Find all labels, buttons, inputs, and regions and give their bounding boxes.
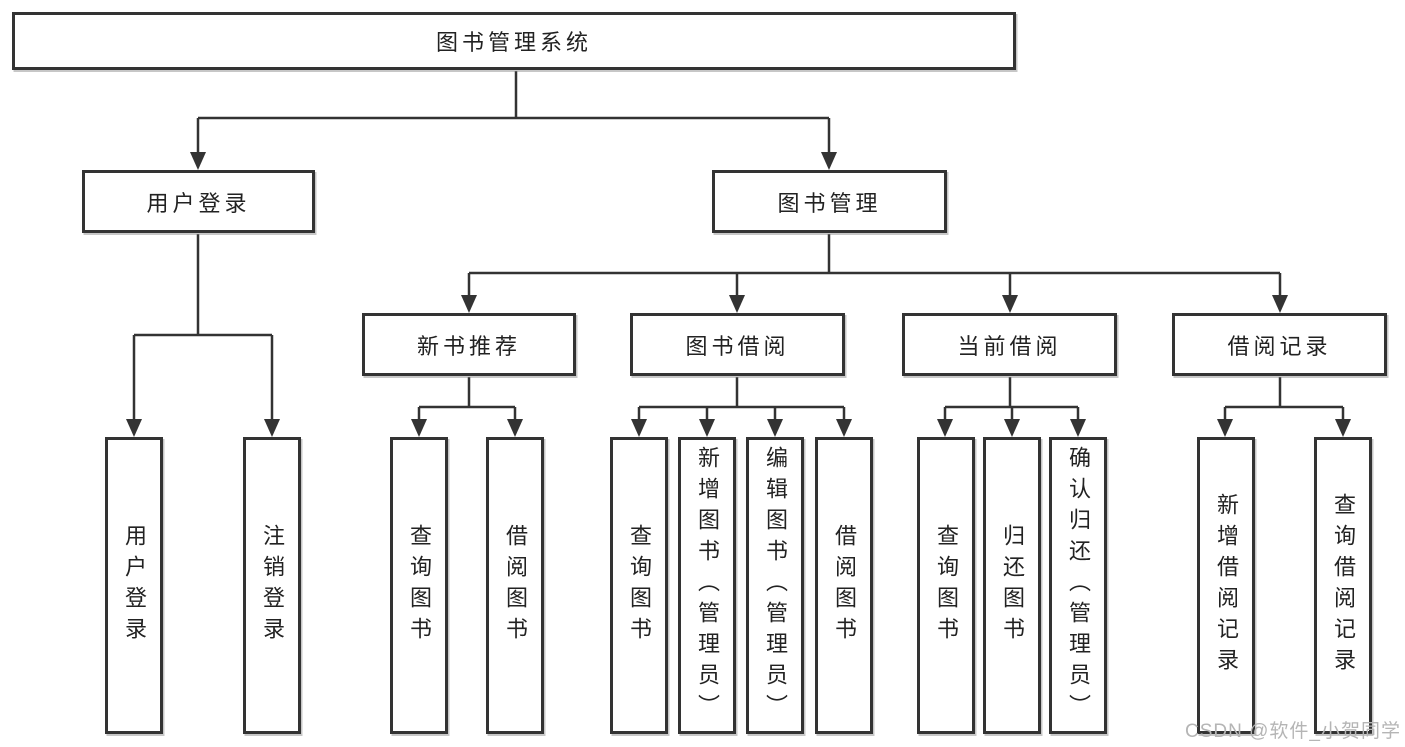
leaf-logout: 注销登录 [243,437,301,734]
node-borrow-records-label: 借阅记录 [1227,333,1332,359]
leaf-current-return-label: 归还图书 [1000,523,1025,648]
leaf-records-query-label: 查询借阅记录 [1331,492,1356,679]
node-current-borrow: 当前借阅 [902,313,1117,376]
arrowhead [937,419,953,437]
node-root: 图书管理系统 [12,12,1016,70]
arrowhead [1002,295,1018,313]
connector-current-to-leaves [943,377,1080,421]
node-borrowing: 图书借阅 [630,313,845,376]
arrowhead [1217,419,1233,437]
leaf-newbooks-query-label: 查询图书 [407,523,432,648]
arrowhead [767,419,783,437]
leaf-current-query: 查询图书 [917,437,975,734]
connector-paths [132,71,1345,421]
arrowhead [461,295,477,313]
leaf-borrowing-query: 查询图书 [610,437,668,734]
arrowhead [507,419,523,437]
arrowheads [126,152,1351,437]
arrowhead [411,419,427,437]
node-user-login: 用户登录 [82,170,315,233]
arrowhead [126,419,142,437]
arrowhead [1272,295,1288,313]
leaf-newbooks-borrow: 借阅图书 [486,437,544,734]
leaf-user-login-label: 用户登录 [122,523,147,648]
leaf-logout-label: 注销登录 [260,523,285,648]
leaf-borrowing-add-admin: 新增图书（管理员） [678,437,736,734]
arrowhead [264,419,280,437]
leaf-borrowing-add-admin-label: 新增图书（管理员） [695,446,720,725]
arrowhead [1004,419,1020,437]
leaf-current-confirm-admin-label: 确认归还（管理员） [1066,446,1091,725]
arrowhead [631,419,647,437]
connector-bookmgmt-to-level3 [467,234,1282,297]
arrowhead [699,419,715,437]
leaf-current-query-label: 查询图书 [934,523,959,648]
node-root-label: 图书管理系统 [435,30,592,55]
node-book-mgmt-label: 图书管理 [777,190,882,216]
node-current-borrow-label: 当前借阅 [957,333,1062,359]
arrowhead [190,152,206,170]
connector-newbooks-to-leaves [417,377,517,421]
leaf-newbooks-query: 查询图书 [390,437,448,734]
node-borrowing-label: 图书借阅 [685,333,790,359]
leaf-current-return: 归还图书 [983,437,1041,734]
node-user-login-label: 用户登录 [146,190,251,216]
arrowhead [1335,419,1351,437]
connector-root-to-level2 [196,71,831,154]
leaf-records-add-label: 新增借阅记录 [1214,492,1239,679]
leaf-borrowing-borrow: 借阅图书 [815,437,873,734]
watermark: CSDN @软件_小贺同学 [1185,721,1401,742]
leaf-records-query: 查询借阅记录 [1314,437,1372,734]
leaf-current-confirm-admin: 确认归还（管理员） [1049,437,1107,734]
leaf-borrowing-query-label: 查询图书 [627,523,652,648]
leaf-borrowing-edit-admin-label: 编辑图书（管理员） [763,446,788,725]
connector-userlogin-to-leaves [132,234,274,421]
arrowhead [821,152,837,170]
leaf-user-login: 用户登录 [105,437,163,734]
leaf-records-add: 新增借阅记录 [1197,437,1255,734]
leaf-borrowing-borrow-label: 借阅图书 [832,523,857,648]
node-new-books: 新书推荐 [362,313,576,376]
leaf-newbooks-borrow-label: 借阅图书 [503,523,528,648]
node-borrow-records: 借阅记录 [1172,313,1387,376]
connector-borrowing-to-leaves [637,377,846,421]
arrowhead [729,295,745,313]
node-new-books-label: 新书推荐 [416,333,521,359]
arrowhead [836,419,852,437]
node-book-mgmt: 图书管理 [712,170,947,233]
leaf-borrowing-edit-admin: 编辑图书（管理员） [746,437,804,734]
arrowhead [1070,419,1086,437]
connector-records-to-leaves [1223,377,1345,421]
